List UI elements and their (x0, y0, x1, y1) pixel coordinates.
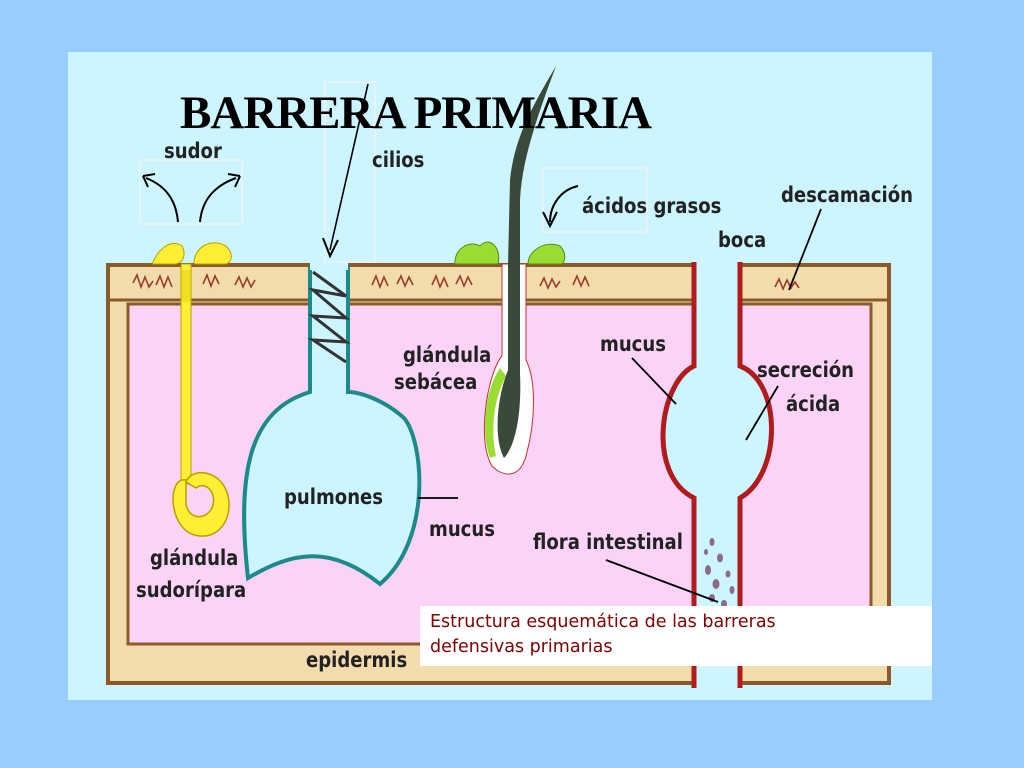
label-glandula-sebacea-2: sebácea (394, 370, 478, 394)
lung-structure (242, 262, 422, 587)
label-mucus-lung: mucus (429, 517, 495, 541)
label-glandula-sudoripara-1: glándula (150, 546, 239, 570)
label-boca: boca (718, 228, 767, 252)
fatty-acid-arrow (542, 185, 579, 229)
sweat-gland (172, 263, 230, 537)
label-descamacion: descamación (781, 183, 913, 207)
cilia-pointer (322, 83, 369, 259)
label-glandula-sudoripara-2: sudorípara (136, 578, 247, 602)
fatty-acid-label-box (542, 167, 648, 233)
sweat-arrows (142, 173, 241, 223)
label-mucus-gut: mucus (600, 332, 666, 356)
surface-squiggles (132, 272, 800, 292)
label-sudor: sudor (164, 139, 222, 163)
caption-line-1: Estructura esquemática de las barreras (430, 612, 776, 632)
caption-line-2: defensivas primarias (430, 637, 613, 657)
page-title: BARRERA PRIMARIA (180, 87, 652, 139)
label-secrecion-2: ácida (786, 392, 841, 416)
label-pulmones: pulmones (284, 485, 384, 509)
label-flora-intestinal: flora intestinal (533, 530, 683, 554)
sweat-arrows-box (139, 159, 243, 225)
label-acidos-grasos: ácidos grasos (582, 194, 722, 218)
cilia-label-box (324, 81, 376, 263)
sebum-left (454, 241, 500, 265)
label-pointers (418, 208, 822, 603)
label-glandula-sebacea-1: glándula (403, 343, 492, 367)
label-secrecion-1: secreción (757, 358, 855, 382)
sebum-right (527, 243, 566, 265)
label-cilios: cilios (372, 148, 425, 172)
sweat-drop-left (151, 242, 185, 265)
caption-box: Estructura esquemática de las barreras d… (420, 606, 932, 666)
hair-follicle (483, 66, 556, 475)
label-epidermis: epidermis (306, 648, 408, 672)
sweat-drop-right (193, 242, 232, 265)
